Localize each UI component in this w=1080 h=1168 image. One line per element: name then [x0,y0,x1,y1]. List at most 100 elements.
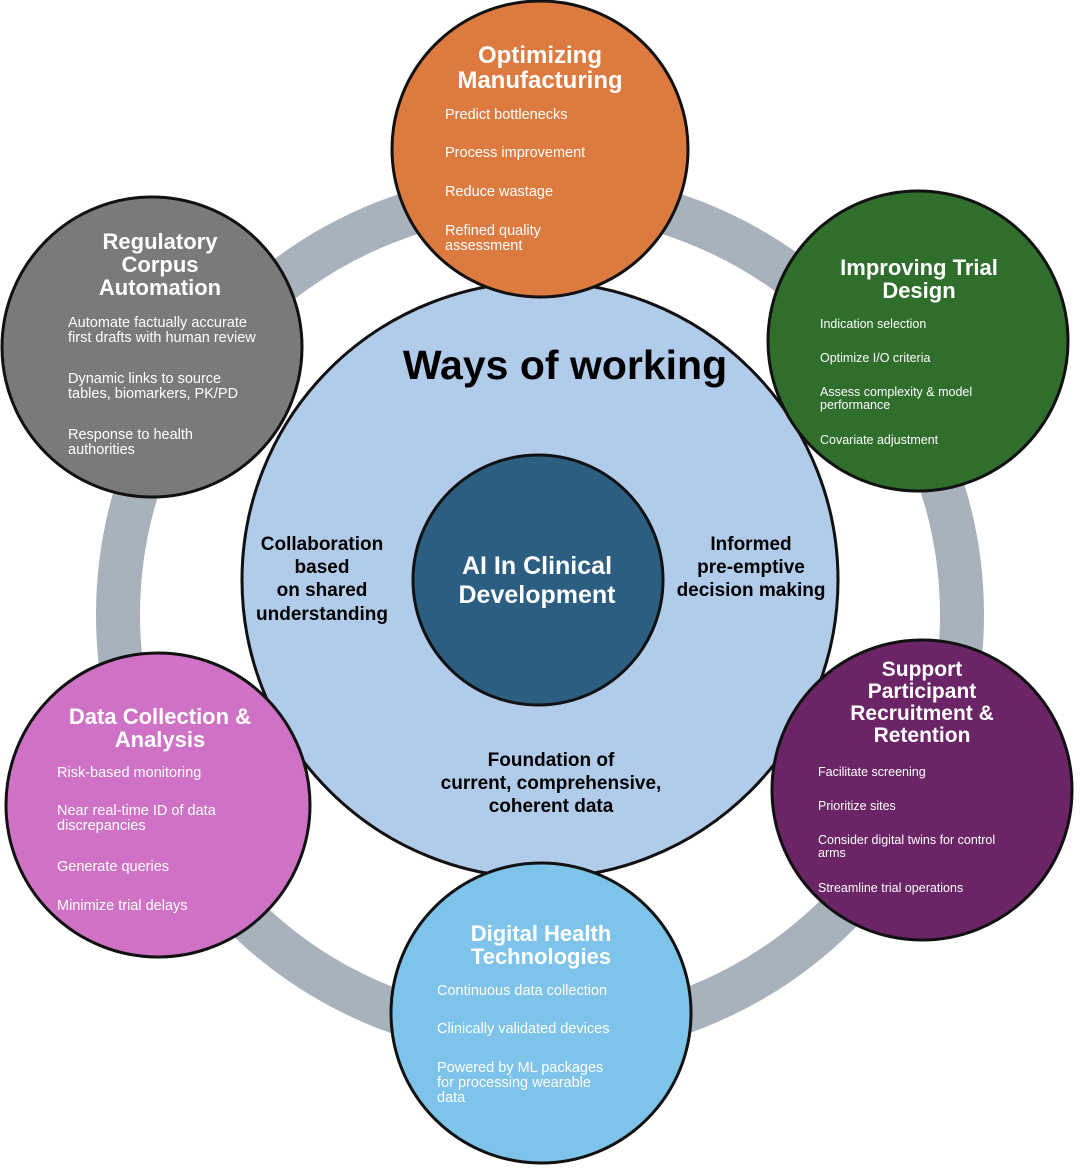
node-item: Risk-based monitoring [57,765,287,781]
node-item-line: tables, biomarkers, PK/PD [68,386,239,403]
node-title-line: Improving Trial [840,255,998,280]
ways-of-working-title: Ways of working [402,342,728,388]
node-item-line: Predict bottlenecks [445,107,568,123]
node-title-line: Corpus [121,252,199,278]
node-item-line: Near real-time ID of data [57,803,216,819]
node-item-line: Prioritize sites [818,799,896,813]
node-title-line: Retention [873,724,971,748]
decision-line-3: decision making [676,580,826,602]
node-item-line: data [437,1090,466,1107]
node-item: Indication selection [820,317,1030,331]
node-item-line: authorities [68,442,135,459]
collaboration-text: Collaboration based on shared understand… [246,533,398,626]
node-circle-data-collection [4,651,312,959]
node-item-line: discrepancies [57,818,146,835]
node-item-line: Dynamic links to source [68,371,222,387]
node-item-line: Clinically validated devices [437,1021,610,1037]
node-item-line: Facilitate screening [818,765,926,779]
foundation-line-3: coherent data [488,796,614,818]
node-item-line: assessment [445,238,523,255]
node-item: Facilitate screening [818,765,1038,779]
node-item-line: first drafts with human review [68,330,256,347]
node-item: Prioritize sites [818,799,1038,813]
node-item-line: Assess complexity & model [820,385,973,399]
node-item-line: Powered by ML packages [437,1060,604,1076]
collaboration-line-2: based [294,557,350,579]
node-title-line: Data Collection & [68,704,252,729]
node-item-line: Response to health [68,427,193,443]
collaboration-line-1: Collaboration [260,534,384,555]
center-title-line-2: Development [458,580,616,609]
node-title-line: Optimizing [478,42,602,69]
node-item-line: Indication selection [820,317,927,331]
node-item: Continuous data collection [437,983,667,999]
node-circle-manufacturing [390,0,690,299]
node-title-line: Automation [98,275,222,301]
node-item: Minimize trial delays [57,898,287,914]
node-item: Optimize I/O criteria [820,351,1030,365]
node-item-line: Continuous data collection [437,983,608,999]
node-item: Clinically validated devices [437,1021,667,1037]
node-circle-digital-health [389,861,693,1165]
node-item-line: Process improvement [445,145,586,161]
center-title: AI In Clinical Development [430,552,644,610]
center-circle [411,453,665,707]
node-title-line: Design [882,278,956,304]
node-item-line: arms [818,846,846,861]
node-title-data-collection: Data Collection &Analysis [30,705,290,751]
decision-line-2: pre-emptive [697,557,805,579]
center-title-line-1: AI In Clinical [461,552,613,580]
node-title-line: Recruitment & [850,702,994,726]
node-title-line: Analysis [114,727,206,753]
node-item-line: Generate queries [57,859,170,875]
node-item-line: Reduce wastage [445,184,554,200]
collaboration-line-4: understanding [256,603,388,625]
foundation-line-2: current, comprehensive, [440,773,662,795]
node-item: Streamline trial operations [818,881,1038,895]
foundation-text: Foundation of current, comprehensive, co… [418,749,684,819]
node-title-line: Regulatory [102,229,218,254]
node-item-line: Refined quality [445,223,541,239]
node-item-line: Covariate adjustment [820,433,939,447]
node-title-line: Digital Health [470,921,612,946]
node-title-line: Manufacturing [457,67,623,95]
node-title-line: Technologies [470,944,612,970]
node-item: Generate queries [57,859,287,875]
node-item-line: Automate factually accurate [68,315,247,331]
node-item-line: performance [820,398,891,413]
node-title-line: Support [881,658,963,681]
decision-making-text: Informed pre-emptive decision making [664,533,838,603]
node-item-line: Minimize trial delays [57,898,188,914]
node-circle-regulatory [0,195,304,499]
node-item-line: for processing wearable [437,1075,591,1092]
node-item: Covariate adjustment [820,433,1030,447]
decision-line-1: Informed [710,534,792,555]
node-item: Reduce wastage [445,184,675,200]
node-item-line: Optimize I/O criteria [820,351,931,365]
collaboration-line-3: on shared [276,580,368,602]
node-item: Process improvement [445,145,675,161]
node-circle-trial-design [766,189,1070,493]
node-item: Predict bottlenecks [445,107,675,123]
node-item-line: Consider digital twins for control [818,833,996,847]
node-item-line: Streamline trial operations [818,881,964,895]
foundation-line-1: Foundation of [487,750,615,771]
node-title-line: Participant [867,680,977,704]
node-circle-participant [770,638,1074,942]
node-item-line: Risk-based monitoring [57,765,202,781]
